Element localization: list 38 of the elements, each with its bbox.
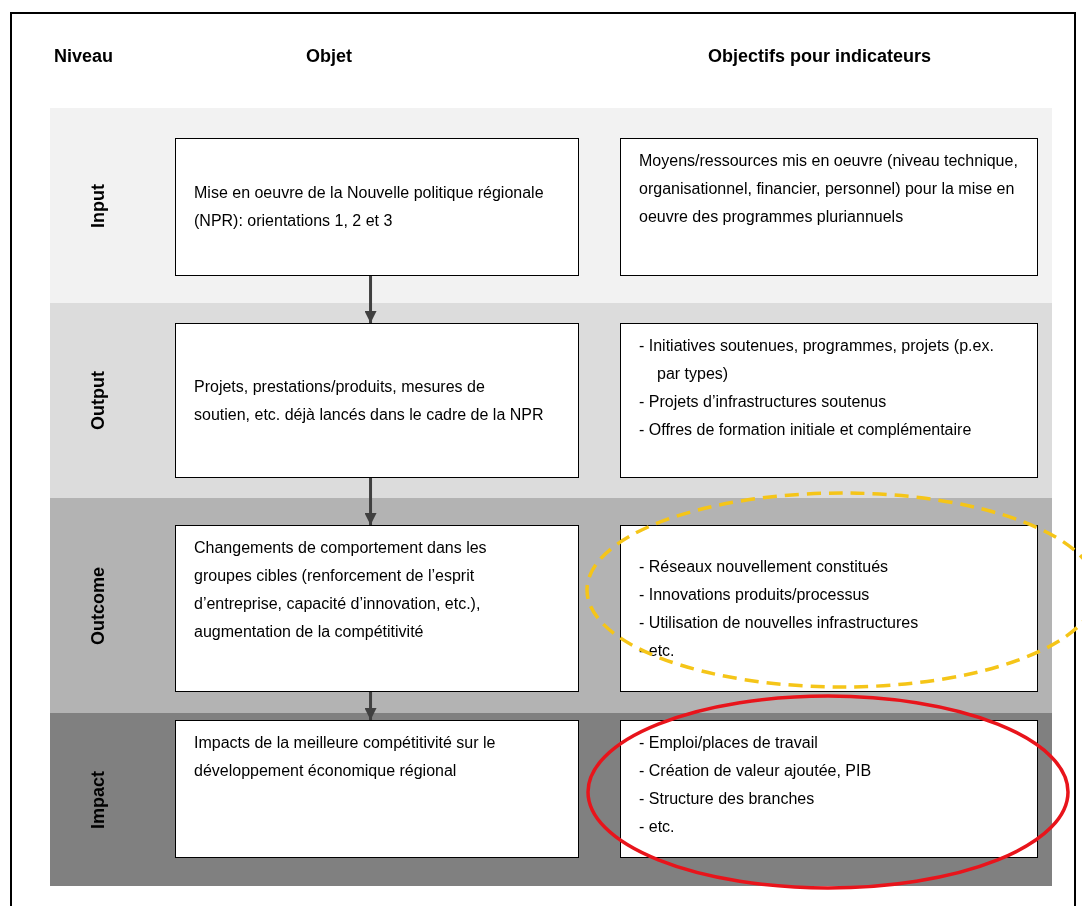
level-band <box>50 713 1052 886</box>
box-text: Impacts de la meilleure compétitivité sur le développement économique régional <box>194 733 497 781</box>
list-item: - etc. <box>639 640 676 661</box>
list-item: - Emploi/places de travail <box>639 733 819 753</box>
text-box <box>175 138 579 276</box>
level-band <box>50 303 1052 498</box>
text-box <box>175 323 579 478</box>
list-item: - Création de valeur ajoutée, PIB <box>639 761 873 781</box>
list-item: - Offres de formation initiale et complémentaire <box>639 420 973 440</box>
arrow <box>364 276 377 323</box>
text-box <box>620 525 1038 692</box>
level-label: Impact <box>88 770 109 829</box>
text-box <box>620 323 1038 478</box>
level-label: Input <box>88 183 109 228</box>
box-text: Changements de comportement dans les groupes cibles (renforcement de l’esprit d’entreprise, capacité d’innovation, etc.), augmentation de la compétitivité <box>194 538 488 642</box>
box-text: Projets, prestations/produits, mesures de soutien, etc. déjà lancés dans le cadre de la NPR <box>194 376 544 425</box>
list-item: - Innovations produits/processus <box>639 584 871 605</box>
box-text: Moyens/ressources mis en oeuvre (niveau technique, organisationnel, financier, personnel) pour la mise en oeuvre des programmes pluriannuels <box>639 151 1019 227</box>
level-band <box>50 108 1052 303</box>
arrow <box>364 478 377 525</box>
list-item: - Initiatives soutenues, programmes, projets (p.ex. par types) <box>639 336 995 384</box>
text-box <box>620 720 1038 858</box>
level-label: Output <box>88 371 109 430</box>
list-item: - Projets d’infrastructures soutenus <box>639 392 888 412</box>
list-item: - etc. <box>639 817 676 837</box>
level-label: Outcome <box>88 566 109 645</box>
text-box <box>620 138 1038 276</box>
arrow <box>364 692 377 720</box>
text-box <box>175 720 579 858</box>
list-item: - Utilisation de nouvelles infrastructures <box>639 612 920 633</box>
list-item: - Réseaux nouvellement constitués <box>639 556 890 577</box>
list-item: - Structure des branches <box>639 789 816 809</box>
column-header: Objet <box>306 46 352 67</box>
text-box <box>175 525 579 692</box>
box-text: Mise en oeuvre de la Nouvelle politique régionale (NPR): orientations 1, 2 et 3 <box>194 183 544 231</box>
column-header: Objectifs pour indicateurs <box>708 46 932 67</box>
level-band <box>50 498 1052 713</box>
column-header: Niveau <box>54 46 114 67</box>
